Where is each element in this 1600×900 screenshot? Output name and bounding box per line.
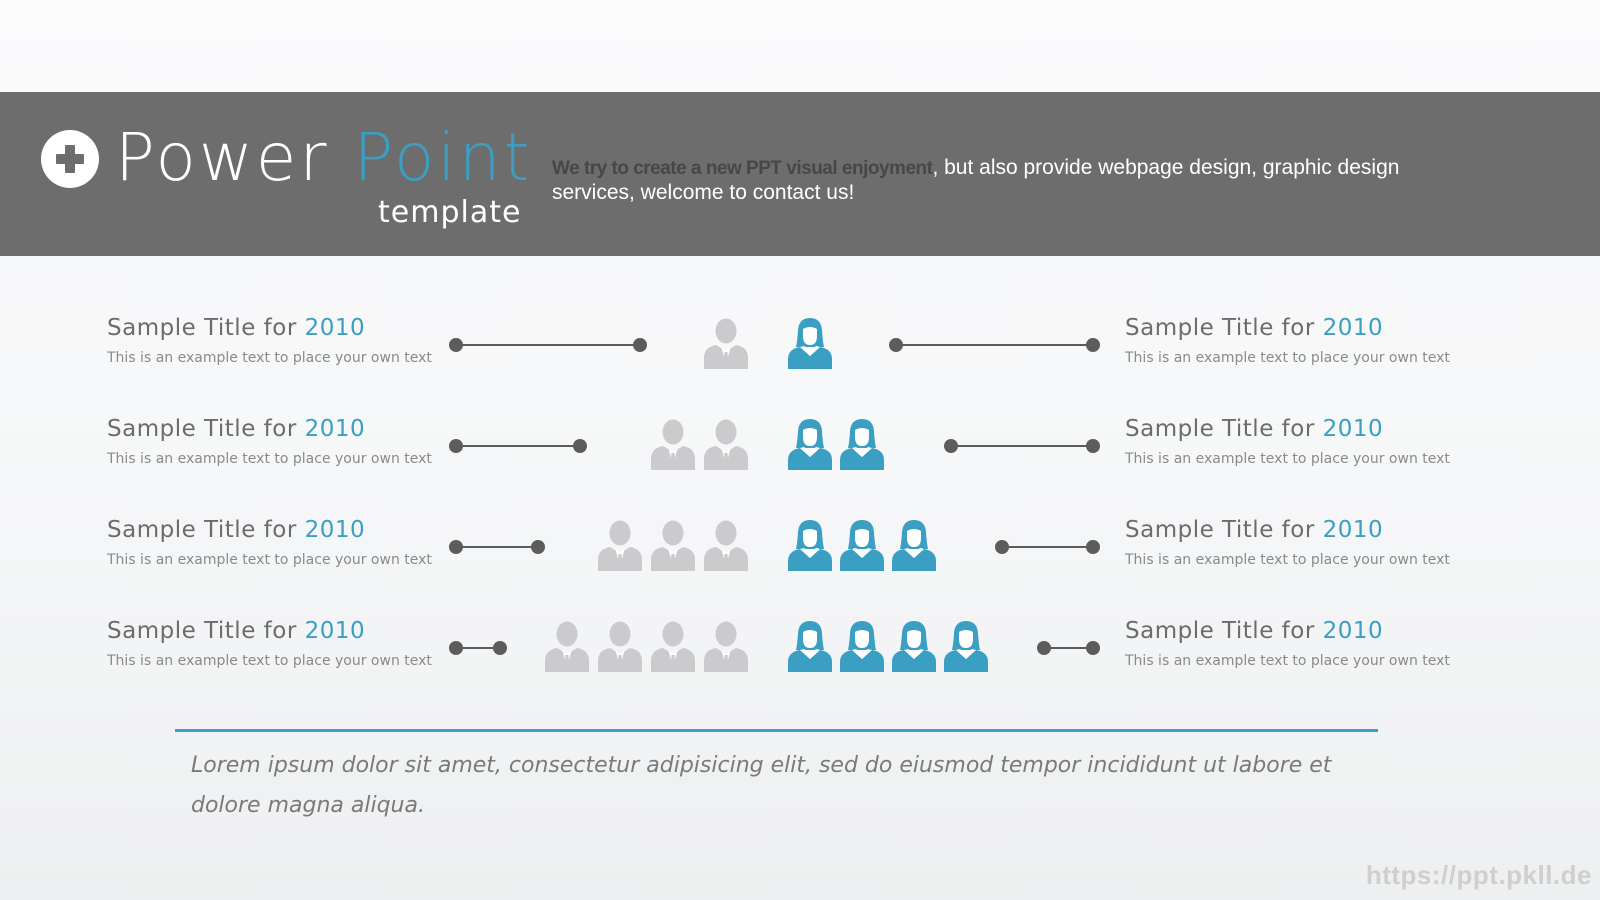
left-title: Sample Title for 2010 [107,516,432,544]
right-desc: This is an example text to place your ow… [1125,653,1450,669]
brand-title-accent: Point [353,119,533,196]
left-title-year: 2010 [304,618,366,644]
right-connector [995,539,1100,555]
right-desc: This is an example text to place your ow… [1125,451,1450,467]
female-person-icon [786,316,834,370]
female-person-icon [838,518,886,572]
male-person-icon [649,518,697,572]
male-person-icon [702,316,750,370]
left-connector [449,337,647,353]
left-connector [449,539,545,555]
male-person-icon [596,518,644,572]
female-person-icon [786,619,834,673]
male-person-icon [702,518,750,572]
right-title-text: Sample Title for [1125,315,1323,341]
brand-title-main: Power [115,119,330,196]
right-text-block: Sample Title for 2010 This is an example… [1125,516,1450,570]
brand-title: Power Point [115,120,532,196]
female-person-icon [786,417,834,471]
right-desc: This is an example text to place your ow… [1125,350,1450,366]
right-title-text: Sample Title for [1125,618,1323,644]
comparison-row-2: Sample Title for 2010 This is an example… [0,415,1600,505]
right-title: Sample Title for 2010 [1125,314,1450,342]
right-connector [889,337,1100,353]
left-title-text: Sample Title for [107,315,305,341]
left-title: Sample Title for 2010 [107,415,432,443]
right-text-block: Sample Title for 2010 This is an example… [1125,314,1450,368]
left-desc: This is an example text to place your ow… [107,350,432,366]
comparison-row-1: Sample Title for 2010 This is an example… [0,314,1600,404]
female-person-icon [890,518,938,572]
left-title-text: Sample Title for [107,517,305,543]
quote-text: Lorem ipsum dolor sit amet, consectetur … [191,753,1332,818]
plus-icon [41,130,99,188]
tagline-rest: , but also provide webpage design, graph… [552,156,1400,204]
female-person-icon [890,619,938,673]
divider-line [175,729,1378,732]
comparison-row-3: Sample Title for 2010 This is an example… [0,516,1600,606]
male-person-icon [702,417,750,471]
left-text-block: Sample Title for 2010 This is an example… [107,617,432,671]
brand-subtitle: template [378,195,522,230]
comparison-row-4: Sample Title for 2010 This is an example… [0,617,1600,707]
female-person-icon [786,518,834,572]
right-title-year: 2010 [1322,315,1384,341]
right-title: Sample Title for 2010 [1125,617,1450,645]
left-connector [449,438,587,454]
right-title: Sample Title for 2010 [1125,516,1450,544]
left-text-block: Sample Title for 2010 This is an example… [107,415,432,469]
header-banner: Power Point template We try to create a … [0,92,1600,256]
right-connector [944,438,1100,454]
header-tagline: We try to create a new PPT visual enjoym… [552,156,1432,205]
right-title-text: Sample Title for [1125,416,1323,442]
left-text-block: Sample Title for 2010 This is an example… [107,516,432,570]
left-desc: This is an example text to place your ow… [107,451,432,467]
left-title-year: 2010 [304,315,366,341]
left-title: Sample Title for 2010 [107,617,432,645]
right-title-year: 2010 [1322,416,1384,442]
left-title-year: 2010 [304,517,366,543]
male-person-icon [649,619,697,673]
male-person-icon [649,417,697,471]
female-person-icon [838,619,886,673]
left-title-year: 2010 [304,416,366,442]
male-person-icon [702,619,750,673]
right-text-block: Sample Title for 2010 This is an example… [1125,415,1450,469]
right-title-year: 2010 [1322,517,1384,543]
left-text-block: Sample Title for 2010 This is an example… [107,314,432,368]
tagline-bold: We try to create a new PPT visual enjoym… [552,158,933,179]
left-connector [449,640,507,656]
right-title-year: 2010 [1322,618,1384,644]
left-title-text: Sample Title for [107,416,305,442]
left-title: Sample Title for 2010 [107,314,432,342]
left-desc: This is an example text to place your ow… [107,552,432,568]
female-person-icon [942,619,990,673]
right-title: Sample Title for 2010 [1125,415,1450,443]
watermark: https://ppt.pkll.de [1365,860,1592,890]
right-text-block: Sample Title for 2010 This is an example… [1125,617,1450,671]
male-person-icon [596,619,644,673]
left-title-text: Sample Title for [107,618,305,644]
left-desc: This is an example text to place your ow… [107,653,432,669]
right-title-text: Sample Title for [1125,517,1323,543]
male-person-icon [543,619,591,673]
right-connector [1037,640,1100,656]
right-desc: This is an example text to place your ow… [1125,552,1450,568]
female-person-icon [838,417,886,471]
